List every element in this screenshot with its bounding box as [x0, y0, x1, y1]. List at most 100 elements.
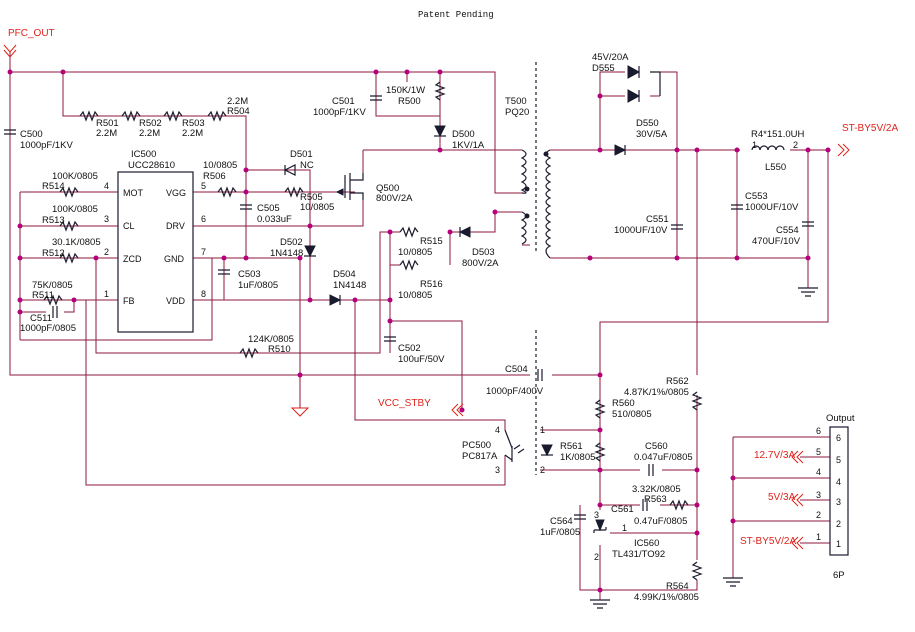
q500-ref: Q500 — [376, 183, 399, 194]
r563-symbol — [669, 499, 689, 511]
d555-symbol-b — [627, 89, 641, 103]
d502-symbol — [304, 245, 316, 258]
r506-value: 10/0805 — [203, 160, 237, 171]
c511-symbol — [52, 306, 58, 318]
pc500-pin-3: 3 — [495, 465, 500, 475]
c551-value: 1000UF/10V — [614, 225, 668, 236]
r516-symbol — [399, 259, 419, 271]
r504-ref: R504 — [227, 106, 250, 117]
c505-value: 0.033uF — [257, 214, 292, 225]
connector-pin-4: 4 — [836, 477, 841, 487]
r563-ref: R563 — [644, 494, 667, 505]
c553-ref: C553 — [745, 191, 768, 202]
output-connector: Output 6P 6 5 4 3 2 1 6 5 4 3 2 1 — [816, 413, 855, 581]
ic560-shunt-regulator — [593, 519, 607, 533]
c501-ref: C501 — [332, 96, 355, 107]
ic560-pin-3: 3 — [594, 510, 599, 520]
ic500-pin-zcd: ZCD — [123, 254, 142, 264]
connector-pin-2: 2 — [836, 519, 841, 529]
t500-ref: T500 — [505, 96, 527, 107]
ic560-pin-1: 1 — [622, 523, 627, 533]
r511-ref: R511 — [32, 290, 54, 301]
net-out-5v: 5V/3A — [768, 492, 796, 503]
r501-symbol — [79, 110, 99, 122]
l550-ref: L550 — [765, 162, 786, 173]
c554-value: 470UF/10V — [752, 236, 801, 247]
connector-wire-5: 5 — [816, 447, 821, 457]
l550-pin-2: 2 — [793, 140, 798, 150]
r563-value: 3.32K/0805 — [632, 484, 681, 495]
c561-value: 0.47uF/0805 — [634, 516, 687, 527]
d501-symbol — [283, 164, 296, 176]
ic500-pin-mot: MOT — [123, 188, 143, 198]
d550-ref: D550 — [636, 118, 659, 129]
d504-ref: D504 — [333, 269, 356, 280]
patent-pending-label: Patent Pending — [418, 10, 494, 20]
ic560-value: TL431/TO92 — [612, 549, 665, 560]
net-stby-out: ST-BY5V/2A — [842, 123, 898, 134]
c560-symbol — [648, 464, 654, 476]
c504-value: 1000pF/400V — [486, 386, 544, 397]
r503-ref: R503 — [182, 118, 205, 129]
component-labels: C500 1000pF/1KV 100K/0805 R514 100K/0805… — [20, 52, 804, 603]
c505-symbol — [240, 204, 252, 210]
ic500-ref: IC500 — [131, 149, 156, 160]
r564-value: 4.99K/1%/0805 — [634, 592, 699, 603]
r506-ref: R506 — [203, 171, 226, 182]
ic500-pinnum-3: 3 — [104, 214, 109, 224]
r564-ref: R564 — [666, 581, 689, 592]
connector-wire-4: 4 — [816, 467, 821, 477]
ic500-body — [117, 171, 194, 333]
r510-symbol — [239, 347, 259, 359]
c502-value: 100uF/50V — [398, 354, 445, 365]
r512-symbol — [59, 252, 79, 264]
d550-symbol — [614, 144, 627, 156]
t500-secondary-coil — [545, 149, 552, 259]
c560-value: 0.047uF/0805 — [634, 452, 693, 463]
c511-ref: C511 — [30, 313, 52, 324]
connector-ref: 6P — [833, 570, 845, 581]
ground-icon — [798, 287, 818, 297]
c504-symbol — [537, 369, 543, 381]
pc500-pin-2: 2 — [540, 465, 545, 475]
c503-value: 1uF/0805 — [238, 280, 278, 291]
ground-icon-3 — [723, 577, 743, 587]
ic500: IC500 UCC28610 MOT CL ZCD FB 4 3 2 1 VGG… — [104, 149, 206, 333]
r504-symbol — [207, 110, 227, 122]
connector-pin-3: 3 — [836, 497, 841, 507]
junction-dots — [7, 69, 831, 593]
ic500-pin-vgg: VGG — [166, 188, 186, 198]
pc500-led-symbol — [541, 444, 553, 457]
r506-symbol — [217, 186, 237, 198]
pc500-pin-4: 4 — [495, 425, 500, 435]
r560-symbol — [594, 399, 606, 419]
r510-ref: R510 — [268, 344, 291, 355]
d555-value: 45V/20A — [592, 52, 629, 63]
c500-symbol — [4, 129, 16, 135]
output-connector-body — [829, 426, 849, 556]
ic500-pin-gnd: GND — [164, 254, 185, 264]
t500-value: PQ20 — [505, 107, 529, 118]
d501-ref: D501 — [290, 149, 313, 160]
d555-ref: D555 — [592, 63, 615, 74]
c551-ref: C551 — [646, 214, 669, 225]
r502-symbol — [121, 110, 141, 122]
connector-wire-6: 6 — [816, 426, 821, 436]
primary-wires — [9, 52, 530, 486]
d502-value: 1N4148 — [270, 248, 303, 259]
ic500-pinnum-6: 6 — [201, 214, 206, 224]
net-arrows — [3, 44, 850, 550]
capacitor-symbols — [4, 95, 814, 520]
r503-symbol — [163, 110, 183, 122]
t500-primary-coil — [520, 149, 527, 194]
ic500-pin-vdd: VDD — [166, 296, 186, 306]
c564-value: 1uF/0805 — [540, 527, 580, 538]
r561-symbol — [594, 442, 606, 462]
c511-value: 1000pF/0805 — [20, 323, 76, 334]
r512-ref: R512 — [42, 248, 65, 259]
l550-pin-1: 1 — [752, 140, 757, 150]
c502-ref: C502 — [398, 343, 421, 354]
pc500-value: PC817A — [462, 451, 498, 462]
diode-symbols — [283, 65, 661, 457]
pc500-ref: PC500 — [462, 440, 491, 451]
